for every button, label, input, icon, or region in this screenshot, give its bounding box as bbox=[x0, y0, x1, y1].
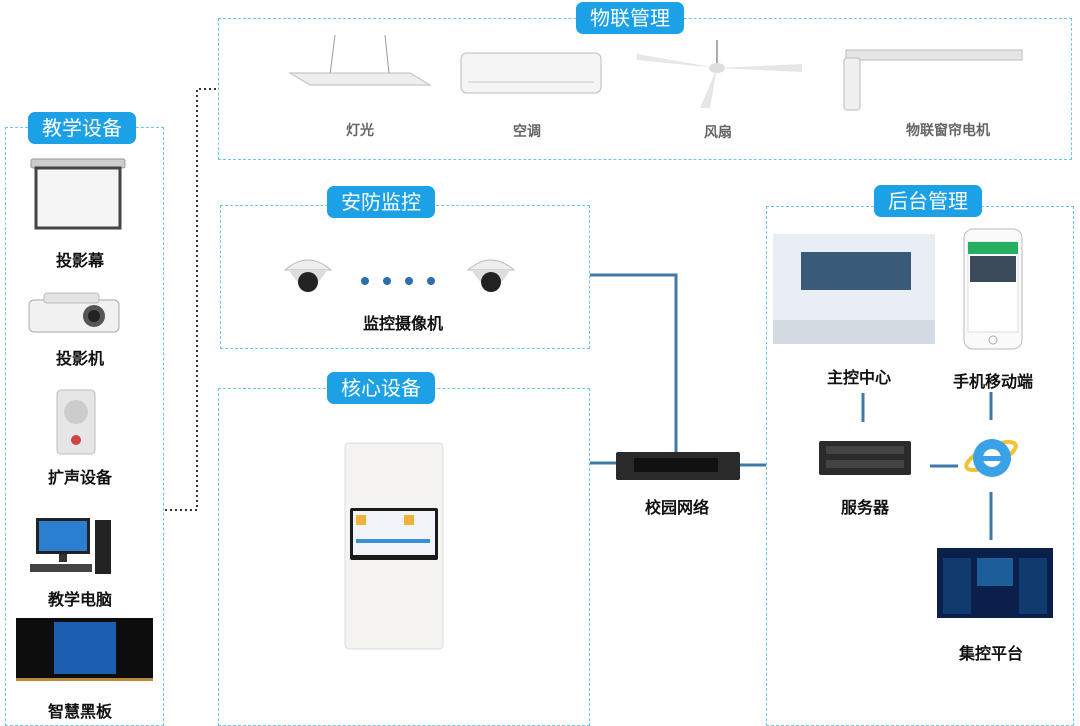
control-center-photo bbox=[773, 234, 935, 344]
projection-screen-icon bbox=[30, 158, 126, 230]
air-conditioner-icon bbox=[460, 52, 602, 94]
core-group-title: 核心设备 bbox=[327, 372, 435, 404]
teaching-item-label: 投影幕 bbox=[55, 251, 104, 270]
control-platform-screenshot bbox=[937, 548, 1053, 618]
teaching-item-label: 智慧黑板 bbox=[47, 702, 112, 721]
teaching-group-title: 教学设备 bbox=[28, 112, 136, 144]
network-switch-icon bbox=[616, 452, 740, 480]
network-label: 校园网络 bbox=[644, 498, 709, 517]
curtain-motor-icon bbox=[843, 49, 1023, 111]
light-icon bbox=[288, 35, 432, 86]
backend-item-label: 手机移动端 bbox=[952, 372, 1033, 391]
iot-item-label: 物联窗帘电机 bbox=[906, 123, 990, 139]
security-camera-label: 监控摄像机 bbox=[362, 314, 443, 333]
server-icon bbox=[819, 441, 911, 475]
camera-icon bbox=[283, 259, 333, 292]
ceiling-fan-icon bbox=[637, 40, 802, 108]
mobile-phone-icon bbox=[963, 228, 1023, 350]
teaching-item-label: 教学电脑 bbox=[47, 590, 112, 609]
computer-icon bbox=[30, 518, 111, 574]
core-controller-icon bbox=[344, 442, 444, 650]
teaching-item-label: 扩声设备 bbox=[47, 468, 112, 487]
backend-item-label: 集控平台 bbox=[958, 644, 1023, 663]
camera-icon bbox=[466, 259, 516, 292]
projector-icon bbox=[28, 292, 120, 333]
iot-item-label: 灯光 bbox=[346, 123, 374, 139]
iot-item-label: 风扇 bbox=[704, 125, 732, 141]
backend-group-title: 后台管理 bbox=[874, 185, 982, 217]
smart-blackboard-icon bbox=[16, 618, 153, 681]
ellipsis-dots-icon bbox=[361, 277, 435, 285]
iot-group-title: 物联管理 bbox=[576, 2, 684, 34]
browser-ie-icon bbox=[964, 439, 1018, 477]
security-group-title: 安防监控 bbox=[327, 186, 435, 218]
backend-item-label: 主控中心 bbox=[826, 368, 891, 387]
backend-item-label: 服务器 bbox=[840, 498, 889, 517]
speaker-icon bbox=[56, 389, 96, 455]
iot-item-label: 空调 bbox=[513, 124, 541, 140]
teaching-item-label: 投影机 bbox=[55, 349, 104, 368]
